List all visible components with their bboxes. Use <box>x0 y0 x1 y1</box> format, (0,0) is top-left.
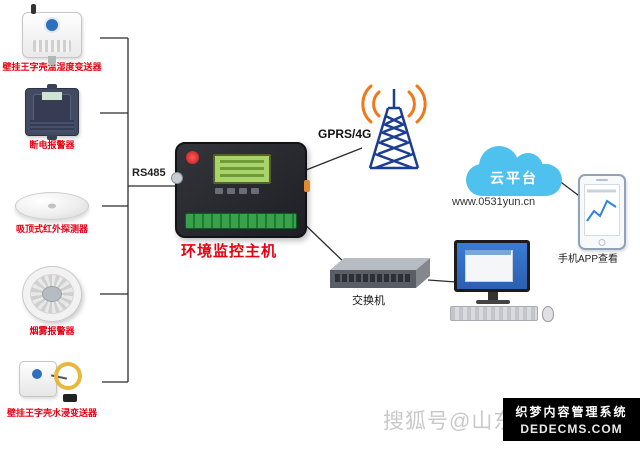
power-failure-alarm-icon <box>25 84 79 140</box>
sensor-temp-humidity: 壁挂王字壳温湿度变送器 <box>0 4 104 73</box>
sensor-smoke-alarm: 烟雾报警器 <box>0 266 104 337</box>
host-brand-logo <box>186 151 199 164</box>
water-probe <box>63 394 77 402</box>
brand-dot <box>32 369 42 379</box>
monitor-stand-base <box>476 300 510 304</box>
monitor <box>454 240 530 292</box>
brand-dot <box>44 17 60 33</box>
phone-screen <box>584 184 620 236</box>
lcd-display <box>42 92 62 100</box>
sensor-ceiling-ir-detector: 吸顶式红外探测器 <box>0 192 104 235</box>
water-leak-transmitter-icon <box>19 356 85 404</box>
phone-home-button <box>598 239 606 246</box>
mount-tab-top <box>47 84 57 89</box>
switch-label: 交换机 <box>352 295 385 307</box>
host-lcd-screen <box>213 154 271 184</box>
phone-app-label: 手机APP查看 <box>558 254 619 265</box>
desktop-computer-icon <box>450 240 560 326</box>
sensor-water-leak: 壁挂王字壳水浸变送器 <box>0 356 104 419</box>
cloud-url-label: www.0531yun.cn <box>452 196 536 208</box>
ceiling-ir-detector-icon <box>15 192 89 220</box>
watermark-dedecms: 织梦内容管理系统 DEDECMS.COM <box>503 398 640 441</box>
cable-coil <box>54 362 82 390</box>
host-buttons <box>215 188 259 194</box>
screen-window-titlebar <box>465 250 511 255</box>
smartphone-icon <box>578 174 626 250</box>
rs485-bus-label: RS485 <box>132 167 166 179</box>
watermark-dedecms-en: DEDECMS.COM <box>520 422 623 436</box>
phone-speaker <box>596 179 608 181</box>
mount-tab-bottom <box>47 135 57 140</box>
gprs-tower-icon <box>352 84 436 175</box>
vent-ridges <box>30 120 74 132</box>
mouse <box>542 306 554 322</box>
monitoring-host-icon <box>171 142 310 238</box>
sensor-label: 断电报警器 <box>29 140 75 150</box>
antenna-stub <box>31 4 36 14</box>
sensor-probe <box>48 56 56 65</box>
gprs-label: GPRS/4G <box>318 127 372 141</box>
smoke-alarm-icon <box>22 266 82 322</box>
network-switch-icon <box>330 254 430 299</box>
watermark-sohu: 搜狐号@山东 <box>383 410 516 433</box>
host-label: 环境监控主机 <box>181 243 278 260</box>
ir-lens <box>48 203 56 209</box>
sensor-label: 壁挂王字壳水浸变送器 <box>6 408 97 418</box>
cloud-label: 云平台 <box>490 170 538 186</box>
transmitter-box <box>19 361 57 397</box>
monitor-stand <box>488 292 498 300</box>
temp-humidity-transmitter-icon <box>22 4 82 65</box>
monitor-screen <box>457 243 527 289</box>
vent-grille <box>33 40 71 52</box>
sensor-label: 壁挂王字壳温湿度变送器 <box>2 62 102 72</box>
cloud-platform-icon: 云平台 <box>466 146 562 202</box>
keyboard <box>450 306 538 321</box>
host-antenna-port <box>171 172 183 184</box>
sensor-label: 烟雾报警器 <box>29 326 75 336</box>
sensor-label: 吸顶式红外探测器 <box>15 224 88 234</box>
cloud-bump-small <box>513 153 543 183</box>
smoke-center-cap <box>42 286 62 302</box>
watermark-dedecms-cn: 织梦内容管理系统 <box>515 405 628 419</box>
cloud-bump-large <box>479 146 519 186</box>
sensor-power-failure-alarm: 断电报警器 <box>0 84 104 151</box>
host-side-port <box>304 180 310 192</box>
host-terminal-block <box>185 213 297 229</box>
